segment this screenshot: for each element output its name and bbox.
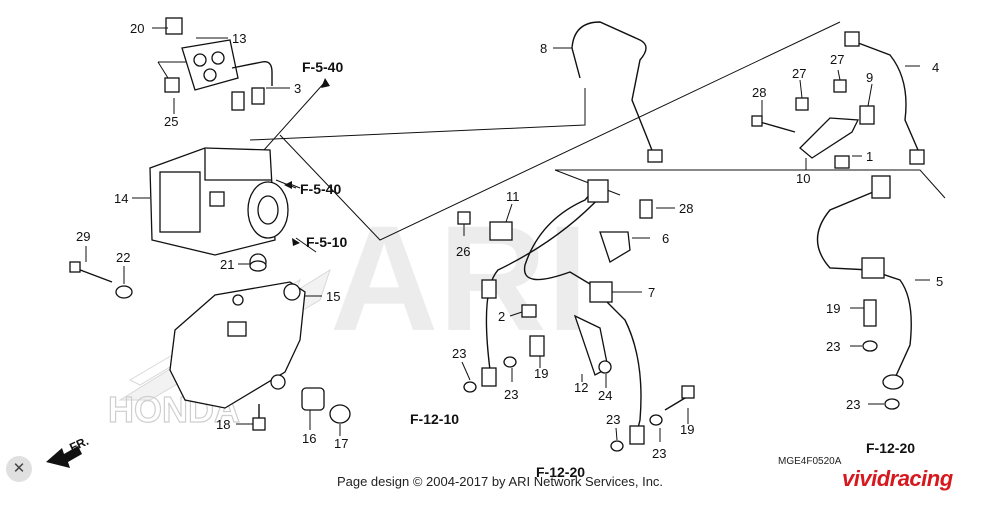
callout-23: 23 <box>846 397 860 412</box>
close-icon[interactable]: ✕ <box>6 456 32 482</box>
rubber-16 <box>301 387 325 411</box>
callout-27: 27 <box>830 52 844 67</box>
callout-28: 28 <box>679 201 693 216</box>
arrow-head <box>321 78 330 88</box>
copyright-footer: Page design © 2004-2017 by ARI Network S… <box>336 474 664 489</box>
retailer-logo: vividracing <box>842 466 953 491</box>
callout-12: 12 <box>574 380 588 395</box>
callout-19: 19 <box>534 366 548 381</box>
ref-line <box>555 169 946 199</box>
callout-20: 20 <box>130 21 144 36</box>
callout-16: 16 <box>302 431 316 446</box>
leader-lines <box>85 27 930 442</box>
reference-f-12-20: F-12-20 <box>866 440 915 456</box>
callout-23: 23 <box>606 412 620 427</box>
pipe-joint <box>647 149 663 163</box>
callout-3: 3 <box>294 81 301 96</box>
reference-f-5-40: F-5-40 <box>300 181 341 197</box>
ref-line <box>279 21 841 241</box>
washers-center <box>463 356 695 452</box>
callout-26: 26 <box>456 244 470 259</box>
bolt-18 <box>252 404 266 431</box>
callout-21: 21 <box>220 257 234 272</box>
callout-25: 25 <box>164 114 178 129</box>
abs-modulator <box>149 147 289 271</box>
callout-6: 6 <box>662 231 669 246</box>
callout-8: 8 <box>540 41 547 56</box>
callout-23: 23 <box>826 339 840 354</box>
ref-arrow-line <box>254 81 326 161</box>
washer-21 <box>249 260 267 272</box>
callout-14: 14 <box>114 191 128 206</box>
brake-hose-center <box>457 179 653 445</box>
reference-f-5-10: F-5-10 <box>306 234 347 250</box>
callout-2: 2 <box>498 309 505 324</box>
callout-1: 1 <box>866 149 873 164</box>
callout-19: 19 <box>680 422 694 437</box>
callout-15: 15 <box>326 289 340 304</box>
diagram-code: MGE4F0520A <box>778 456 842 467</box>
washer-22 <box>115 285 133 299</box>
callout-28: 28 <box>752 85 766 100</box>
modulator-bracket <box>169 281 306 409</box>
callout-7: 7 <box>648 285 655 300</box>
reference-f-5-40: F-5-40 <box>302 59 343 75</box>
bolt-29 <box>69 261 113 283</box>
reference-f-12-20: F-12-20 <box>536 464 585 480</box>
callout-18: 18 <box>216 417 230 432</box>
front-direction-arrow: FR. <box>46 434 91 468</box>
arrow-head <box>292 238 300 246</box>
callout-19: 19 <box>826 301 840 316</box>
callout-24: 24 <box>598 388 612 403</box>
callout-23: 23 <box>452 346 466 361</box>
callout-23: 23 <box>504 387 518 402</box>
callout-27: 27 <box>792 66 806 81</box>
direction-label: FR. <box>67 434 90 455</box>
callout-10: 10 <box>796 171 810 186</box>
brake-pipe-8 <box>571 21 656 159</box>
reference-f-12-10: F-12-10 <box>410 411 459 427</box>
callout-5: 5 <box>936 274 943 289</box>
callout-29: 29 <box>76 229 90 244</box>
callout-23: 23 <box>652 446 666 461</box>
brake-hose-right <box>751 31 925 410</box>
callout-4: 4 <box>932 60 939 75</box>
ref-line <box>249 88 586 141</box>
collar-17 <box>329 404 351 424</box>
valve-block <box>164 17 273 111</box>
callout-13: 13 <box>232 31 246 46</box>
callout-9: 9 <box>866 70 873 85</box>
callout-11: 11 <box>506 189 520 204</box>
callout-22: 22 <box>116 250 130 265</box>
callout-17: 17 <box>334 436 348 451</box>
